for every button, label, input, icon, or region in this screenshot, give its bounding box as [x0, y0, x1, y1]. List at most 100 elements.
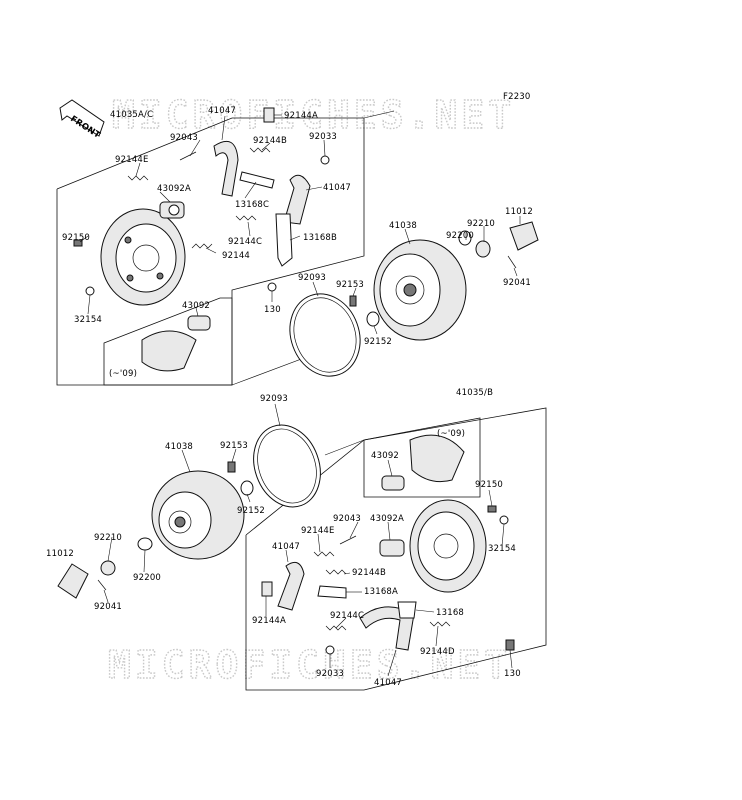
label-92093-top: 92093: [298, 273, 326, 283]
label-92210-top: 92210: [467, 219, 495, 229]
top-spring-92144c: [235, 215, 257, 221]
label-43092a-top: 43092A: [157, 184, 191, 194]
bottom-washer-92200: [137, 537, 153, 551]
bottom-oring-92152: [240, 480, 254, 496]
label-92152-top: 92152: [364, 337, 392, 347]
label-92041-bottom: 92041: [94, 602, 122, 612]
bottom-bolt-92153: [227, 461, 236, 473]
label-41047-top-b: 41047: [323, 183, 351, 193]
label-32154-top: 32154: [74, 315, 102, 325]
bottom-seal-92093: [253, 424, 321, 508]
top-seal-92093: [289, 293, 361, 377]
label-41047-top-a: 41047: [208, 106, 236, 116]
label-92153-top: 92153: [336, 280, 364, 290]
label-92033-bottom: 92033: [316, 669, 344, 679]
top-brake-shoe-front: [213, 140, 239, 197]
label-92144b-bottom: 92144B: [352, 568, 386, 578]
bottom-wheel-cylinder: [379, 539, 405, 557]
bottom-nipple-32154: [499, 515, 509, 525]
label-32154-bottom: 32154: [488, 544, 516, 554]
top-cup-92033: [320, 155, 330, 165]
label-43092-top: 43092: [182, 301, 210, 311]
top-wheel-cylinder: [159, 201, 185, 219]
label-41035b: 41035/B: [456, 388, 493, 398]
bottom-brake-shoe-front: [277, 561, 305, 611]
bottom-spring-92144e: [313, 551, 335, 557]
top-brake-drum: [373, 239, 467, 341]
label-92144a-bottom: 92144A: [252, 616, 286, 626]
top-cotter-92041: [507, 255, 517, 269]
leader-lines: [79, 114, 521, 677]
top-spring-92144e: [127, 175, 149, 181]
label-92152-bottom: 92152: [237, 506, 265, 516]
top-lever-13168b: [275, 213, 293, 267]
label-92043-top: 92043: [170, 133, 198, 143]
label-92144a-top: 92144A: [284, 111, 318, 121]
label-41038-top: 41038: [389, 221, 417, 231]
bottom-nut-92210: [100, 560, 116, 576]
label-13168b-top: 13168B: [303, 233, 337, 243]
bottom-spring-92144b: [325, 569, 347, 575]
top-bolt-92150: [73, 239, 83, 247]
label-41038-bottom: 41038: [165, 442, 193, 452]
top-backing-plate: [100, 208, 186, 306]
bottom-backing-plate: [409, 499, 487, 593]
label-130-bottom: 130: [504, 669, 521, 679]
bottom-brake-drum: [151, 470, 245, 560]
label-92144-top: 92144: [222, 251, 250, 261]
diagram-code: F2230: [503, 92, 531, 102]
label-41047-bottom-b: 41047: [374, 678, 402, 688]
label-130-top: 130: [264, 305, 281, 315]
label-92093-bottom: 92093: [260, 394, 288, 404]
label-09-bottom: (~'09): [437, 429, 465, 439]
label-92144e-top: 92144E: [115, 155, 149, 165]
label-11012-top: 11012: [505, 207, 533, 217]
label-92144d-bottom: 92144D: [420, 647, 455, 657]
label-92043-bottom: 92043: [333, 514, 361, 524]
label-41035ac: 41035A/C: [110, 110, 153, 120]
top-clip-92144a: [263, 107, 275, 123]
bottom-spring-92144d: [429, 621, 451, 627]
label-13168-bottom: 13168: [436, 608, 464, 618]
label-92150-bottom: 92150: [475, 480, 503, 490]
label-92153-bottom: 92153: [220, 441, 248, 451]
label-92210-bottom: 92210: [94, 533, 122, 543]
top-nut-92210: [475, 240, 491, 258]
top-oring-92152: [366, 311, 380, 327]
watermark-bottom: MICROFICHES.NET: [108, 643, 511, 687]
top-spring-92144: [191, 243, 213, 249]
label-11012-bottom: 11012: [46, 549, 74, 559]
label-41047-bottom-a: 41047: [272, 542, 300, 552]
label-92144e-bottom: 92144E: [301, 526, 335, 536]
label-92041-top: 92041: [503, 278, 531, 288]
front-arrow-icon: FRONT: [59, 99, 105, 141]
top-washer-92200: [458, 230, 472, 246]
label-92033-top: 92033: [309, 132, 337, 142]
bottom-lever-13168a: [317, 585, 347, 599]
label-09-top: (~'09): [109, 369, 137, 379]
label-13168c-top: 13168C: [235, 200, 269, 210]
label-92144b-top: 92144B: [253, 136, 287, 146]
part-labels: 41035A/C 41047 92144A 92043 92144B 92033…: [46, 106, 533, 688]
top-inset-box: [103, 297, 233, 386]
top-cap-11012: [509, 221, 539, 251]
label-92144c-bottom: 92144C: [330, 611, 364, 621]
top-bolt-130: [267, 282, 277, 292]
top-bolt-92153: [349, 295, 357, 307]
top-lever-13168c: [239, 171, 275, 189]
bottom-cap-11012: [57, 563, 89, 599]
label-92200-top: 92200: [446, 231, 474, 241]
top-spring-92144b: [249, 147, 271, 153]
bottom-clip-92144a: [261, 581, 273, 597]
top-nipple-32154: [85, 286, 95, 296]
label-13168a-bottom: 13168A: [364, 587, 398, 597]
bottom-bolt-130: [505, 639, 515, 651]
bottom-inset-box: [363, 417, 481, 498]
bottom-cup-92033: [325, 645, 335, 655]
bottom-bolt-92150: [487, 505, 497, 513]
label-92144c-top: 92144C: [228, 237, 262, 247]
label-43092-bottom: 43092: [371, 451, 399, 461]
bottom-cotter-92041: [97, 579, 107, 591]
label-92150-top: 92150: [62, 233, 90, 243]
